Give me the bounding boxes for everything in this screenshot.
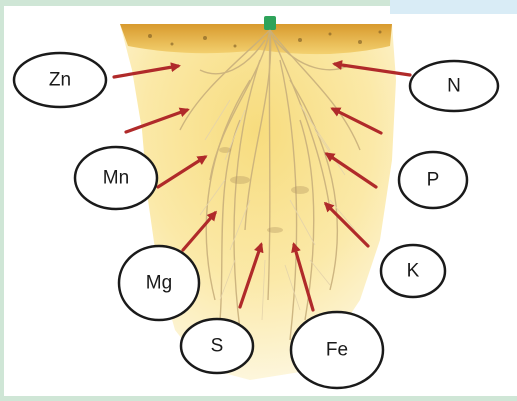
nutrient-p: P: [399, 152, 467, 208]
plant-sprout: [264, 16, 276, 30]
label-p: P: [427, 170, 440, 191]
label-zn: Zn: [49, 70, 71, 91]
label-mn: Mn: [103, 168, 129, 189]
nutrient-mg: Mg: [119, 246, 199, 320]
label-n: N: [447, 76, 461, 97]
label-s: S: [211, 336, 224, 357]
nutrient-mn: Mn: [75, 147, 157, 209]
label-k: K: [407, 261, 420, 282]
topsoil-band: [120, 24, 392, 54]
label-mg: Mg: [146, 273, 172, 294]
nutrient-k: K: [381, 245, 445, 297]
nutrient-n: N: [410, 61, 498, 111]
nutrient-zn: Zn: [14, 53, 106, 107]
top-right-strip: [390, 0, 517, 14]
nutrient-s: S: [181, 319, 253, 373]
nutrient-fe: Fe: [291, 312, 383, 388]
left-border: [0, 0, 4, 401]
label-fe: Fe: [326, 340, 348, 361]
bottom-border: [0, 396, 517, 401]
